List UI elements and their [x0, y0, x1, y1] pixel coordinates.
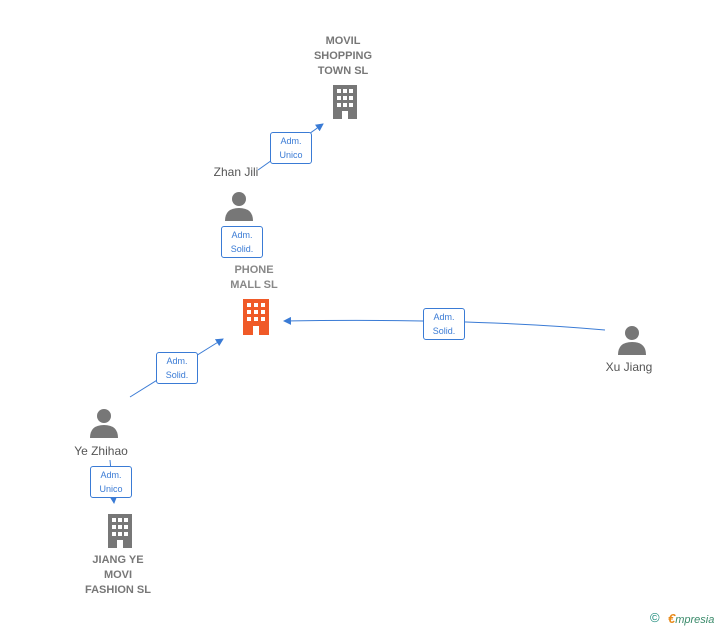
company-label-phone[interactable]: PHONE MALL SL [230, 264, 278, 291]
person-icon[interactable] [617, 325, 647, 355]
person-label-zhan[interactable]: Zhan Jili [213, 165, 259, 179]
edge-badge-xu-phone[interactable]: Adm. Solid. [423, 308, 465, 340]
building-icon[interactable] [331, 85, 359, 119]
copyright-symbol: © [650, 610, 660, 625]
edge-badge-zhan-phone[interactable]: Adm. Solid. [221, 226, 263, 258]
edge-badge-zhan-movil[interactable]: Adm. Unico [270, 132, 312, 164]
building-icon-focus[interactable] [241, 299, 271, 335]
person-label-ye[interactable]: Ye Zhihao [74, 444, 128, 458]
edge-badge-ye-phone[interactable]: Adm. Solid. [156, 352, 198, 384]
person-icon[interactable] [224, 191, 254, 221]
brand-logo-text: mpresia [675, 614, 715, 626]
brand-logo[interactable]: €mpresia [668, 611, 714, 626]
company-label-movil[interactable]: MOVIL SHOPPING TOWN SL [313, 35, 373, 77]
brand-logo-mark: € [668, 611, 676, 626]
edge-badge-ye-jiang[interactable]: Adm. Unico [90, 466, 132, 498]
company-label-jiang[interactable]: JIANG YE MOVI FASHION SL [84, 554, 151, 596]
building-icon[interactable] [106, 514, 134, 548]
person-label-xu[interactable]: Xu Jiang [605, 360, 653, 374]
person-icon[interactable] [89, 408, 119, 438]
